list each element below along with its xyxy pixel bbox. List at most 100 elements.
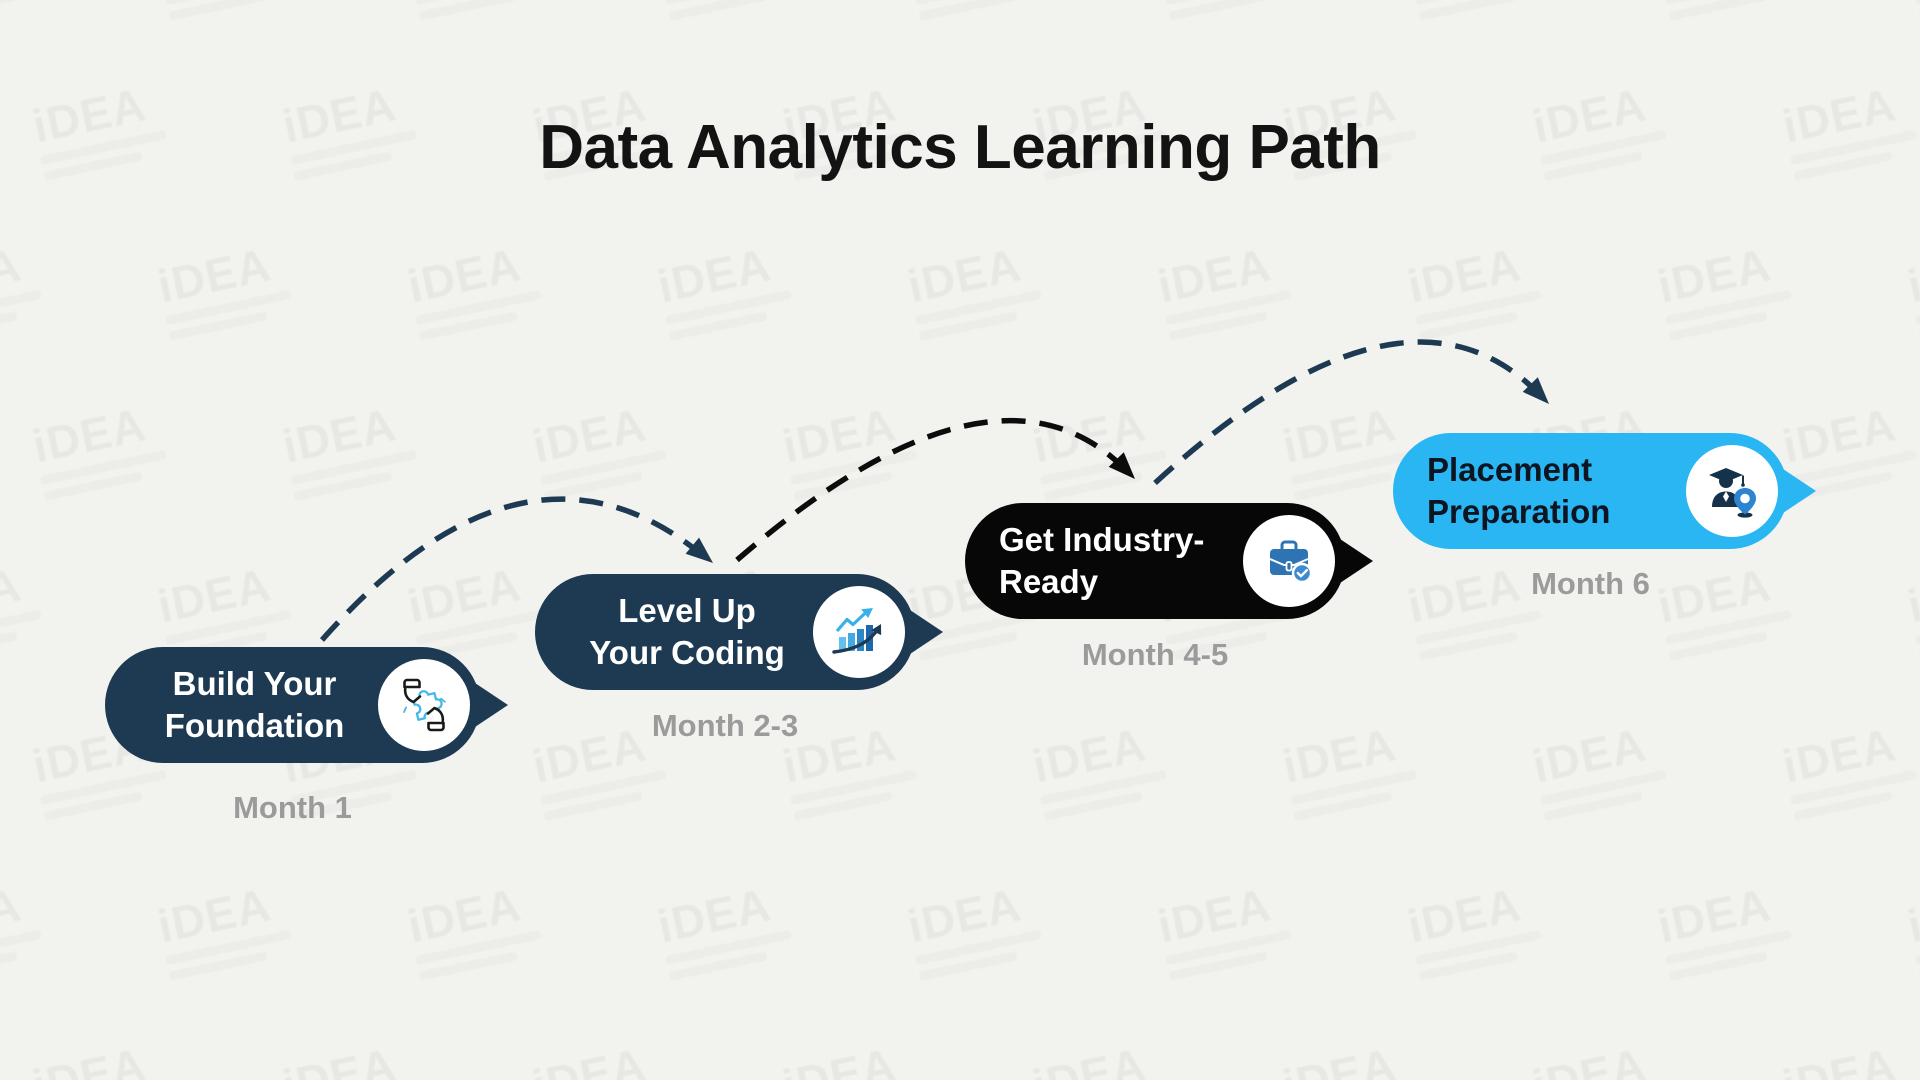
watermark-tile: iDEA [1028, 707, 1221, 821]
watermark-tile: iDEA [1903, 547, 1920, 661]
watermark-subtext-bar [168, 0, 268, 21]
watermark-subtext-bar [664, 289, 792, 326]
watermark-tile: iDEA [528, 387, 721, 501]
step-month-label: Month 4-5 [1081, 637, 1229, 672]
watermark-subtext-bar [0, 289, 42, 326]
step-label-line2: Preparation [1427, 493, 1611, 530]
watermark-subtext-bar [668, 951, 768, 981]
step-icon-badge [1686, 445, 1778, 537]
watermark-tile: iDEA [1654, 0, 1846, 21]
watermark-subtext-bar [414, 929, 542, 966]
watermark-subtext-bar [414, 289, 542, 326]
watermark-tile: iDEA [1653, 547, 1846, 661]
watermark-subtext-bar [1418, 0, 1518, 21]
watermark-subtext-bar [1793, 791, 1893, 821]
watermark-tile: iDEA [153, 547, 346, 661]
watermark-tile: iDEA [1903, 867, 1920, 981]
watermark-subtext-bar [1664, 929, 1792, 966]
watermark-subtext-bar [168, 951, 268, 981]
watermark-tile: iDEA [1153, 867, 1346, 981]
growth-chart-icon [832, 608, 882, 654]
watermark-subtext-bar [914, 289, 1042, 326]
watermark-subtext-bar [1414, 289, 1542, 326]
watermark-tile: iDEA [1028, 387, 1221, 501]
watermark-subtext-bar [1914, 289, 1920, 326]
step-label-line1: Build Your [172, 665, 337, 703]
watermark-subtext-bar [789, 449, 917, 486]
watermark-text: iDEA [1278, 1037, 1401, 1080]
watermark-tile: iDEA [1904, 0, 1920, 21]
step-label-line2: Ready [999, 563, 1099, 600]
watermark-subtext-bar [1164, 289, 1292, 326]
watermark-tile: iDEA [528, 1027, 721, 1080]
watermark-subtext-bar [1668, 311, 1768, 341]
watermark-tile: iDEA [1653, 867, 1846, 981]
watermark-tile: iDEA [1528, 1027, 1721, 1080]
watermark-tile: iDEA [654, 0, 846, 21]
watermark-text: iDEA [0, 877, 26, 953]
watermark-text: iDEA [1653, 877, 1776, 953]
watermark-tile: iDEA [1528, 707, 1721, 821]
watermark-text: iDEA [653, 877, 776, 953]
watermark-tile: iDEA [1403, 227, 1596, 341]
watermark-subtext-bar [789, 769, 917, 806]
watermark-tile: iDEA [278, 1027, 471, 1080]
watermark-tile: iDEA [778, 1027, 971, 1080]
graduate-location-icon [1709, 468, 1756, 518]
watermark-subtext-bar [418, 951, 518, 981]
pill-tail [472, 681, 508, 729]
watermark-text: iDEA [153, 237, 276, 313]
watermark-text: iDEA [653, 237, 776, 313]
step-icon-badge [813, 586, 905, 678]
watermark-tile: iDEA [153, 227, 346, 341]
step-label: Level Up Your Coding [561, 590, 813, 674]
watermark-subtext-bar [1039, 769, 1167, 806]
watermark-tile: iDEA [0, 227, 96, 341]
watermark-subtext-bar [418, 0, 518, 21]
watermark-tile: iDEA [1778, 707, 1920, 821]
watermark-subtext-bar [1039, 449, 1167, 486]
step-pill: Level Up Your Coding [535, 574, 943, 690]
watermark-subtext-bar [1668, 631, 1768, 661]
connector-arrowhead-3 [1522, 377, 1549, 404]
watermark-subtext-bar [1414, 929, 1542, 966]
pill-tail [1337, 537, 1373, 585]
watermark-tile: iDEA [404, 0, 596, 21]
watermark-subtext-bar [1418, 311, 1518, 341]
step-pill: Placement Preparation [1393, 433, 1816, 549]
watermark-subtext-bar [43, 471, 143, 501]
step-label-line1: Level Up [618, 592, 756, 630]
watermark-text: iDEA [778, 397, 901, 473]
watermark-subtext-bar [1168, 0, 1268, 21]
watermark-subtext-bar [1664, 609, 1792, 646]
watermark-subtext-bar [1414, 609, 1542, 646]
watermark-subtext-bar [1168, 951, 1268, 981]
watermark-text: iDEA [1278, 717, 1401, 793]
step-label-line1: Placement [1427, 451, 1593, 489]
watermark-subtext-bar [543, 471, 643, 501]
step-label: Build Your Foundation [131, 663, 378, 747]
watermark-subtext-bar [1418, 631, 1518, 661]
watermark-text: iDEA [1653, 237, 1776, 313]
watermark-subtext-bar [1914, 609, 1920, 646]
watermark-subtext-bar [1914, 929, 1920, 966]
watermark-text: iDEA [0, 237, 26, 313]
watermark-subtext-bar [1543, 791, 1643, 821]
watermark-subtext-bar [1043, 471, 1143, 501]
step-pill: Get Industry- Ready [965, 503, 1373, 619]
watermark-subtext-bar [164, 609, 292, 646]
watermark-tile: iDEA [278, 387, 471, 501]
watermark-subtext-bar [1168, 311, 1268, 341]
watermark-subtext-bar [39, 449, 167, 486]
watermark-subtext-bar [539, 769, 667, 806]
watermark-tile: iDEA [1653, 227, 1846, 341]
page-title: Data Analytics Learning Path [539, 113, 1381, 182]
watermark-text: iDEA [278, 1037, 401, 1080]
watermark-tile: iDEA [0, 0, 96, 21]
watermark-subtext-bar [0, 951, 18, 981]
step-label-line1: Get Industry- [999, 521, 1205, 559]
watermark-text: iDEA [1403, 237, 1526, 313]
watermark-tile: iDEA [1028, 1027, 1221, 1080]
watermark-tile: iDEA [28, 1027, 221, 1080]
watermark-subtext-bar [914, 0, 1042, 6]
